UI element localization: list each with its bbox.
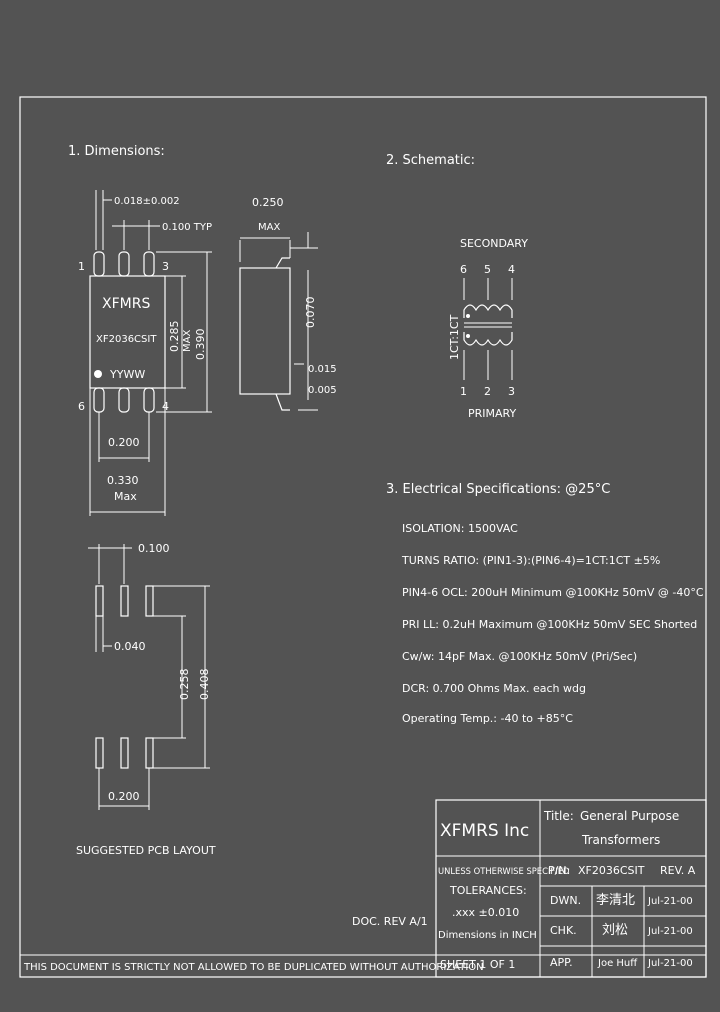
dim-height: 0.250 xyxy=(252,196,284,209)
chk-name: 刘松 xyxy=(602,923,628,938)
top-pin-5: 5 xyxy=(484,263,491,276)
ratio-label: 1CT:1CT xyxy=(448,314,461,360)
datecode-marking: YYWW xyxy=(109,368,145,381)
title-block-frame xyxy=(435,799,707,978)
dim-standoff-2: 0.005 xyxy=(308,385,337,396)
top-pin-6: 6 xyxy=(460,263,467,276)
dim-seat-height: 0.070 xyxy=(304,297,317,329)
pin-label-6: 6 xyxy=(78,400,85,413)
dim-width: 0.330 xyxy=(107,474,139,487)
spec-leakage: PRI LL: 0.2uH Maximum @100KHz 50mV SEC S… xyxy=(402,618,697,631)
pad-2 xyxy=(120,585,129,617)
primary-winding xyxy=(463,332,513,346)
app-label: APP. xyxy=(550,956,573,969)
title-line-1: General Purpose xyxy=(580,809,679,823)
chk-date: Jul-21-00 xyxy=(647,926,693,937)
brand-marking: XFMRS xyxy=(102,296,150,312)
bottom-pin-3: 3 xyxy=(508,385,515,398)
pad-overall-label: 0.408 xyxy=(198,669,211,701)
spec-list: ISOLATION: 1500VAC TURNS RATIO: (PIN1-3)… xyxy=(401,522,704,725)
pin-4 xyxy=(143,387,155,413)
doc-revision: DOC. REV A/1 xyxy=(352,915,428,928)
dim-row-spacing: 0.200 xyxy=(108,436,140,449)
package-side-view: 0.250 MAX 0.070 0.015 0.005 xyxy=(239,196,337,411)
dim-lead-width: 0.018±0.002 xyxy=(114,196,180,207)
pcb-caption: SUGGESTED PCB LAYOUT xyxy=(76,844,216,857)
primary-label: PRIMARY xyxy=(468,407,516,420)
pad-6 xyxy=(95,737,104,769)
pad-1 xyxy=(95,585,104,617)
dim-body-length: 0.285 xyxy=(168,321,181,353)
dim-height-max: MAX xyxy=(258,222,280,233)
spec-temp: Operating Temp.: -40 to +85°C xyxy=(402,712,573,725)
title-line-2: Transformers xyxy=(581,833,660,847)
pin-3 xyxy=(143,251,155,277)
schematic: SECONDARY 6 5 4 1CT:1CT 1 2 3 PRIMARY xyxy=(448,237,528,420)
electrical-heading: 3. Electrical Specifications: @25°C xyxy=(386,482,610,497)
app-name: Joe Huff xyxy=(597,958,638,969)
dim-width-max: Max xyxy=(114,490,137,503)
package-top-view: XFMRS XF2036CSIT YYWW 1 3 6 4 0.018±0.00… xyxy=(78,190,212,516)
dimensions-in: Dimensions in INCH xyxy=(438,930,537,941)
secondary-winding xyxy=(463,304,513,318)
pin1-dot xyxy=(94,370,102,378)
pad-width-label: 0.040 xyxy=(114,640,146,653)
dwn-name: 李清北 xyxy=(596,893,635,908)
pin-5 xyxy=(118,387,130,413)
dim-pitch: 0.100 TYP xyxy=(162,222,212,233)
package-body xyxy=(89,275,166,389)
spec-turns-ratio: TURNS RATIO: (PIN1-3):(PIN6-4)=1CT:1CT ±… xyxy=(401,554,660,567)
title-block: XFMRS Inc Title: General Purpose Transfo… xyxy=(435,799,707,978)
spec-ocl: PIN4-6 OCL: 200uH Minimum @100KHz 50mV @… xyxy=(402,586,704,599)
side-body xyxy=(239,267,291,395)
chk-label: CHK. xyxy=(550,924,577,937)
secondary-label: SECONDARY xyxy=(460,237,528,250)
spec-isolation: ISOLATION: 1500VAC xyxy=(402,522,518,535)
part-marking: XF2036CSIT xyxy=(96,334,157,345)
dwn-date: Jul-21-00 xyxy=(647,896,693,907)
pcb-layout: 0.100 0.040 0.258 0.408 0.200 SUGGESTED … xyxy=(76,542,216,857)
bottom-pin-1: 1 xyxy=(460,385,467,398)
pad-4 xyxy=(145,737,154,769)
dimensions-heading: 1. Dimensions: xyxy=(68,144,165,159)
pad-3 xyxy=(145,585,154,617)
dwn-label: DWN. xyxy=(550,894,581,907)
sheet-border xyxy=(19,96,707,978)
pin-1 xyxy=(93,251,105,277)
schematic-heading: 2. Schematic: xyxy=(386,153,475,168)
dim-body-length-max: MAX xyxy=(182,330,193,352)
dim-overall-length: 0.390 xyxy=(194,329,207,361)
pin-2 xyxy=(118,251,130,277)
pad-pitch-label: 0.100 xyxy=(138,542,170,555)
pad-span-label: 0.258 xyxy=(178,669,191,701)
app-date: Jul-21-00 xyxy=(647,958,693,969)
pin-6 xyxy=(93,387,105,413)
pad-row-label: 0.200 xyxy=(108,790,140,803)
pin-label-3: 3 xyxy=(162,260,169,273)
title-label: Title: xyxy=(543,809,574,823)
tolerances-label: TOLERANCES: xyxy=(449,884,527,897)
top-pin-4: 4 xyxy=(508,263,515,276)
pn-label: P/N: xyxy=(548,864,570,877)
dim-standoff-1: 0.015 xyxy=(308,364,337,375)
spec-dcr: DCR: 0.700 Ohms Max. each wdg xyxy=(402,682,586,695)
tolerance-value: .xxx ±0.010 xyxy=(452,906,519,919)
pad-5 xyxy=(120,737,129,769)
rev-label: REV. A xyxy=(660,864,696,877)
duplication-notice: THIS DOCUMENT IS STRICTLY NOT ALLOWED TO… xyxy=(23,962,484,973)
unless-specified: UNLESS OTHERWISE SPECIFIED xyxy=(438,866,569,876)
sheet-number: SHEET 1 OF 1 xyxy=(440,958,515,971)
pin-label-1: 1 xyxy=(78,260,85,273)
bottom-pin-2: 2 xyxy=(484,385,491,398)
spec-capacitance: Cw/w: 14pF Max. @100KHz 50mV (Pri/Sec) xyxy=(402,650,637,663)
company-name: XFMRS Inc xyxy=(440,821,529,841)
pn-value: XF2036CSIT xyxy=(578,864,645,877)
